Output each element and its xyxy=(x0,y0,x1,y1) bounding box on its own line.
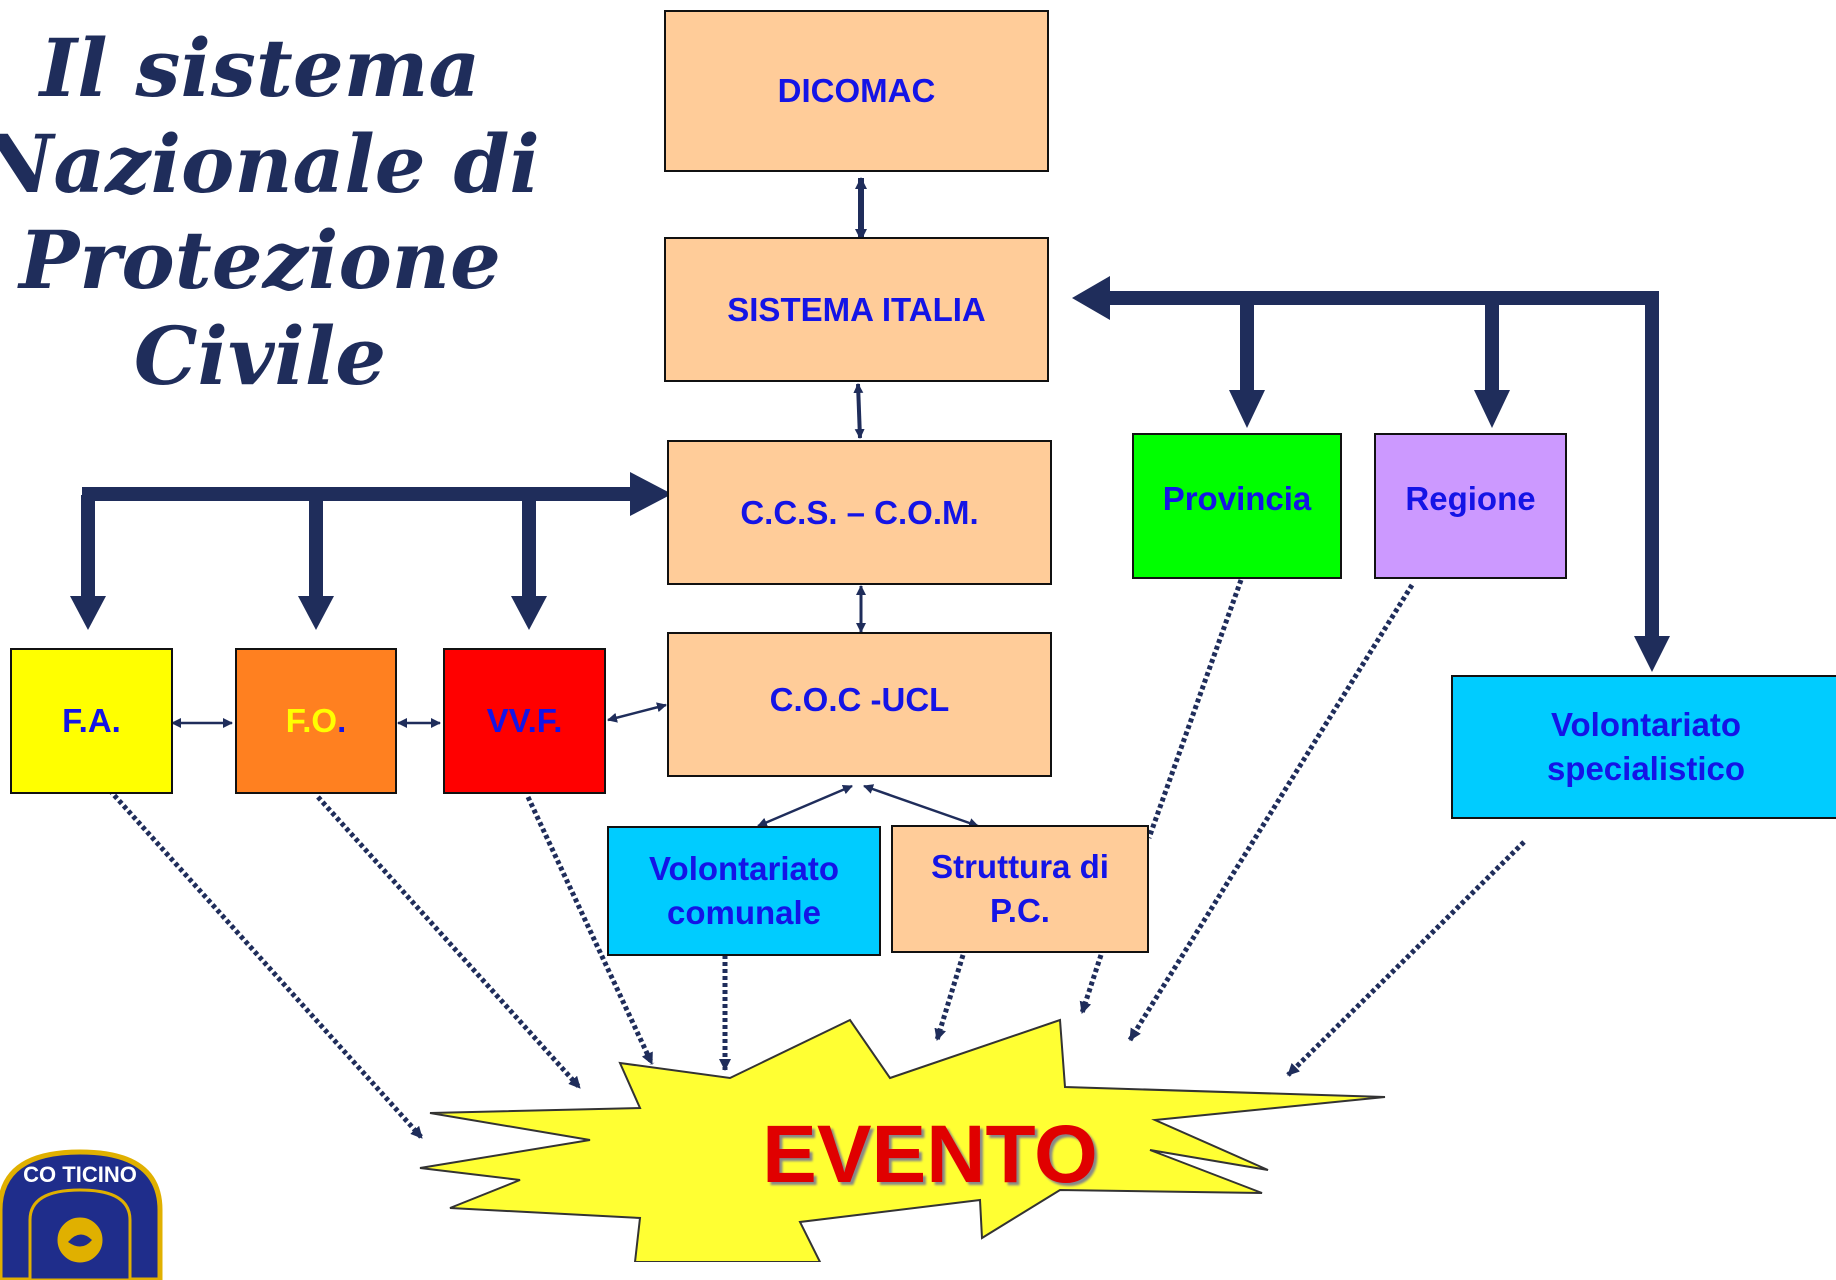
node-fa: F.A. xyxy=(10,648,173,794)
dotted-arrows-to-evento xyxy=(103,579,1526,1140)
node-regione-label: Regione xyxy=(1405,480,1536,517)
node-fa-label: F.A. xyxy=(62,702,121,739)
node-volontariato-specialistico-line-1: Volontariato xyxy=(1550,706,1742,743)
node-dicomac-label: DICOMAC xyxy=(777,72,936,109)
node-coc-ucl-label: C.O.C -UCL xyxy=(769,681,950,718)
vertical-links xyxy=(853,177,867,633)
node-fo-dot: . xyxy=(337,702,347,739)
page-title: Il sistema Nazionale di Protezione Civil… xyxy=(0,20,550,404)
node-fo: F.O. xyxy=(235,648,397,794)
node-volontariato-specialistico-line-2: specialistico xyxy=(1546,750,1746,787)
node-struttura-pc: Struttura di P.C. xyxy=(891,825,1149,953)
title-line-2: Nazionale di xyxy=(0,117,540,211)
logo-text: CO TICINO xyxy=(23,1162,137,1187)
node-provincia: Provincia xyxy=(1132,433,1342,579)
node-dicomac: DICOMAC xyxy=(664,10,1049,172)
evento-starburst xyxy=(419,1018,1386,1262)
node-volontariato-comunale: Volontariato comunale xyxy=(607,826,881,956)
node-regione: Regione xyxy=(1374,433,1567,579)
node-struttura-pc-line-1: Struttura di xyxy=(931,848,1109,885)
title-line-1: Il sistema xyxy=(39,21,481,115)
node-volontariato-specialistico: Volontariato specialistico xyxy=(1451,675,1836,819)
evento-label: EVENTO xyxy=(762,1109,1098,1200)
coc-branch-links xyxy=(757,784,979,828)
horizontal-links xyxy=(171,702,667,728)
node-vvf-label: VV.F. xyxy=(486,702,563,739)
node-struttura-pc-line-2: P.C. xyxy=(990,892,1050,929)
title-line-3: Protezione Civile xyxy=(19,213,501,403)
node-coc-ucl: C.O.C -UCL xyxy=(667,632,1052,777)
left-distribution-arrow xyxy=(70,472,672,630)
node-volontariato-comunale-line-1: Volontariato xyxy=(648,850,840,887)
node-sistema-italia-label: SISTEMA ITALIA xyxy=(727,290,986,328)
node-vvf: VV.F. xyxy=(443,648,606,794)
node-ccs-com: C.C.S. – C.O.M. xyxy=(667,440,1052,585)
parco-ticino-logo: CO TICINO xyxy=(0,1149,163,1280)
node-sistema-italia: SISTEMA ITALIA xyxy=(664,237,1049,382)
node-ccs-com-label: C.C.S. – C.O.M. xyxy=(740,493,979,531)
node-fo-label: F.O xyxy=(285,702,338,739)
right-distribution-arrow xyxy=(1072,276,1670,672)
node-provincia-label: Provincia xyxy=(1162,480,1312,517)
node-volontariato-comunale-line-2: comunale xyxy=(666,894,822,931)
